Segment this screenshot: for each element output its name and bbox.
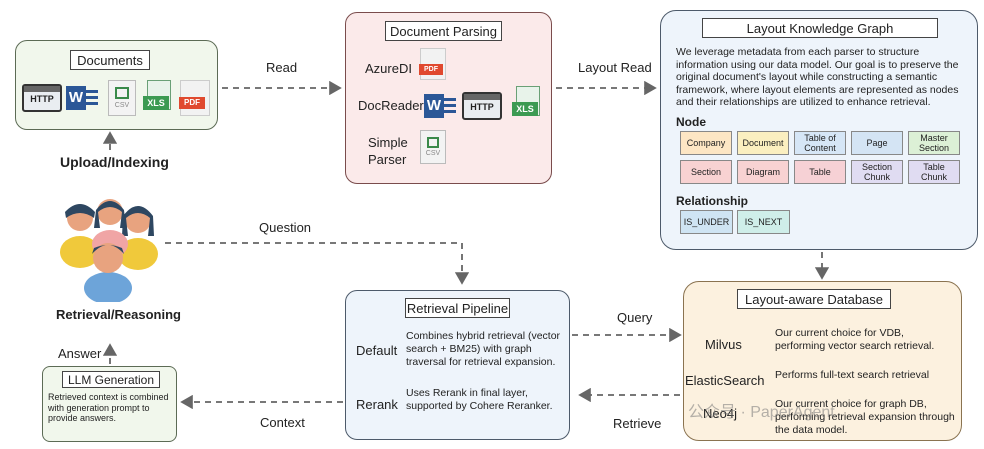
azure-pdf-icon: PDF bbox=[419, 48, 446, 80]
read-label: Read bbox=[266, 60, 298, 75]
node-company: Company bbox=[680, 131, 732, 155]
answer-label: Answer bbox=[58, 346, 102, 361]
layout-read-label: Layout Read bbox=[578, 60, 652, 75]
upload-indexing-label: Upload/Indexing bbox=[60, 154, 169, 170]
azure-label: AzureDI bbox=[365, 61, 412, 76]
db-neo4j-name: Neo4j bbox=[703, 406, 737, 421]
simple-parser-label: Simple Parser bbox=[368, 135, 408, 167]
documents-title: Documents bbox=[70, 50, 150, 70]
node-heading: Node bbox=[676, 115, 706, 129]
node-table-chunk: Table Chunk bbox=[908, 160, 960, 184]
docreader-label: DocReader bbox=[358, 98, 424, 113]
query-label: Query bbox=[617, 310, 653, 325]
pipeline-default-desc: Combines hybrid retrieval (vector search… bbox=[406, 330, 561, 368]
db-elastic-desc: Performs full-text search retrieval bbox=[775, 369, 930, 381]
csv-icon: CSV bbox=[108, 80, 136, 116]
users-illustration bbox=[50, 192, 165, 304]
watermark: 公众号 · PaperAgent bbox=[688, 404, 835, 421]
node-section-chunk: Section Chunk bbox=[851, 160, 903, 184]
retrieval-reasoning-label: Retrieval/Reasoning bbox=[56, 307, 181, 322]
node-master-section: Master Section bbox=[908, 131, 960, 155]
node-page: Page bbox=[851, 131, 903, 155]
node-document: Document bbox=[737, 131, 789, 155]
llm-desc: Retrieved context is combined with gener… bbox=[48, 392, 169, 423]
node-table: Table bbox=[794, 160, 846, 184]
context-label: Context bbox=[260, 415, 305, 430]
node-table-of-content: Table of Content bbox=[794, 131, 846, 155]
question-label: Question bbox=[259, 220, 312, 235]
node-section: Section bbox=[680, 160, 732, 184]
user-left bbox=[60, 204, 100, 268]
docreader-http-icon: HTTP bbox=[462, 92, 502, 120]
question-arrow bbox=[165, 242, 470, 285]
relationship-is-under: IS_UNDER bbox=[680, 210, 733, 234]
pipeline-title: Retrieval Pipeline bbox=[405, 298, 510, 318]
db-milvus-name: Milvus bbox=[705, 337, 742, 352]
parsing-title: Document Parsing bbox=[385, 21, 502, 41]
user-front bbox=[84, 243, 132, 304]
node-diagram: Diagram bbox=[737, 160, 789, 184]
pdf-icon: PDF bbox=[179, 80, 210, 116]
db-milvus-desc: Our current choice for VDB, performing v… bbox=[775, 327, 935, 352]
simple-csv-icon: CSV bbox=[420, 130, 446, 164]
pipeline-rerank-desc: Uses Rerank in final layer, supported by… bbox=[406, 387, 553, 412]
xls-icon: XLS bbox=[143, 80, 173, 116]
word-icon: W bbox=[66, 80, 100, 116]
knowledge-graph-title: Layout Knowledge Graph bbox=[702, 18, 938, 38]
relationship-is-next: IS_NEXT bbox=[737, 210, 790, 234]
llm-title: LLM Generation bbox=[62, 371, 160, 388]
knowledge-graph-description: We leverage metadata from each parser to… bbox=[676, 46, 959, 108]
relationship-heading: Relationship bbox=[676, 194, 749, 208]
docreader-xls-icon: XLS bbox=[512, 86, 542, 122]
db-neo4j-desc: Our current choice for graph DB, perform… bbox=[775, 398, 955, 436]
db-elastic-name: ElasticSearch bbox=[685, 373, 765, 388]
pipeline-default-name: Default bbox=[356, 343, 398, 358]
docreader-word-icon: W bbox=[424, 88, 458, 124]
pipeline-rerank-name: Rerank bbox=[356, 397, 398, 412]
http-icon: HTTP bbox=[22, 84, 62, 112]
user-right bbox=[118, 206, 158, 270]
database-title: Layout-aware Database bbox=[737, 289, 891, 309]
retrieve-label: Retrieve bbox=[613, 416, 662, 431]
